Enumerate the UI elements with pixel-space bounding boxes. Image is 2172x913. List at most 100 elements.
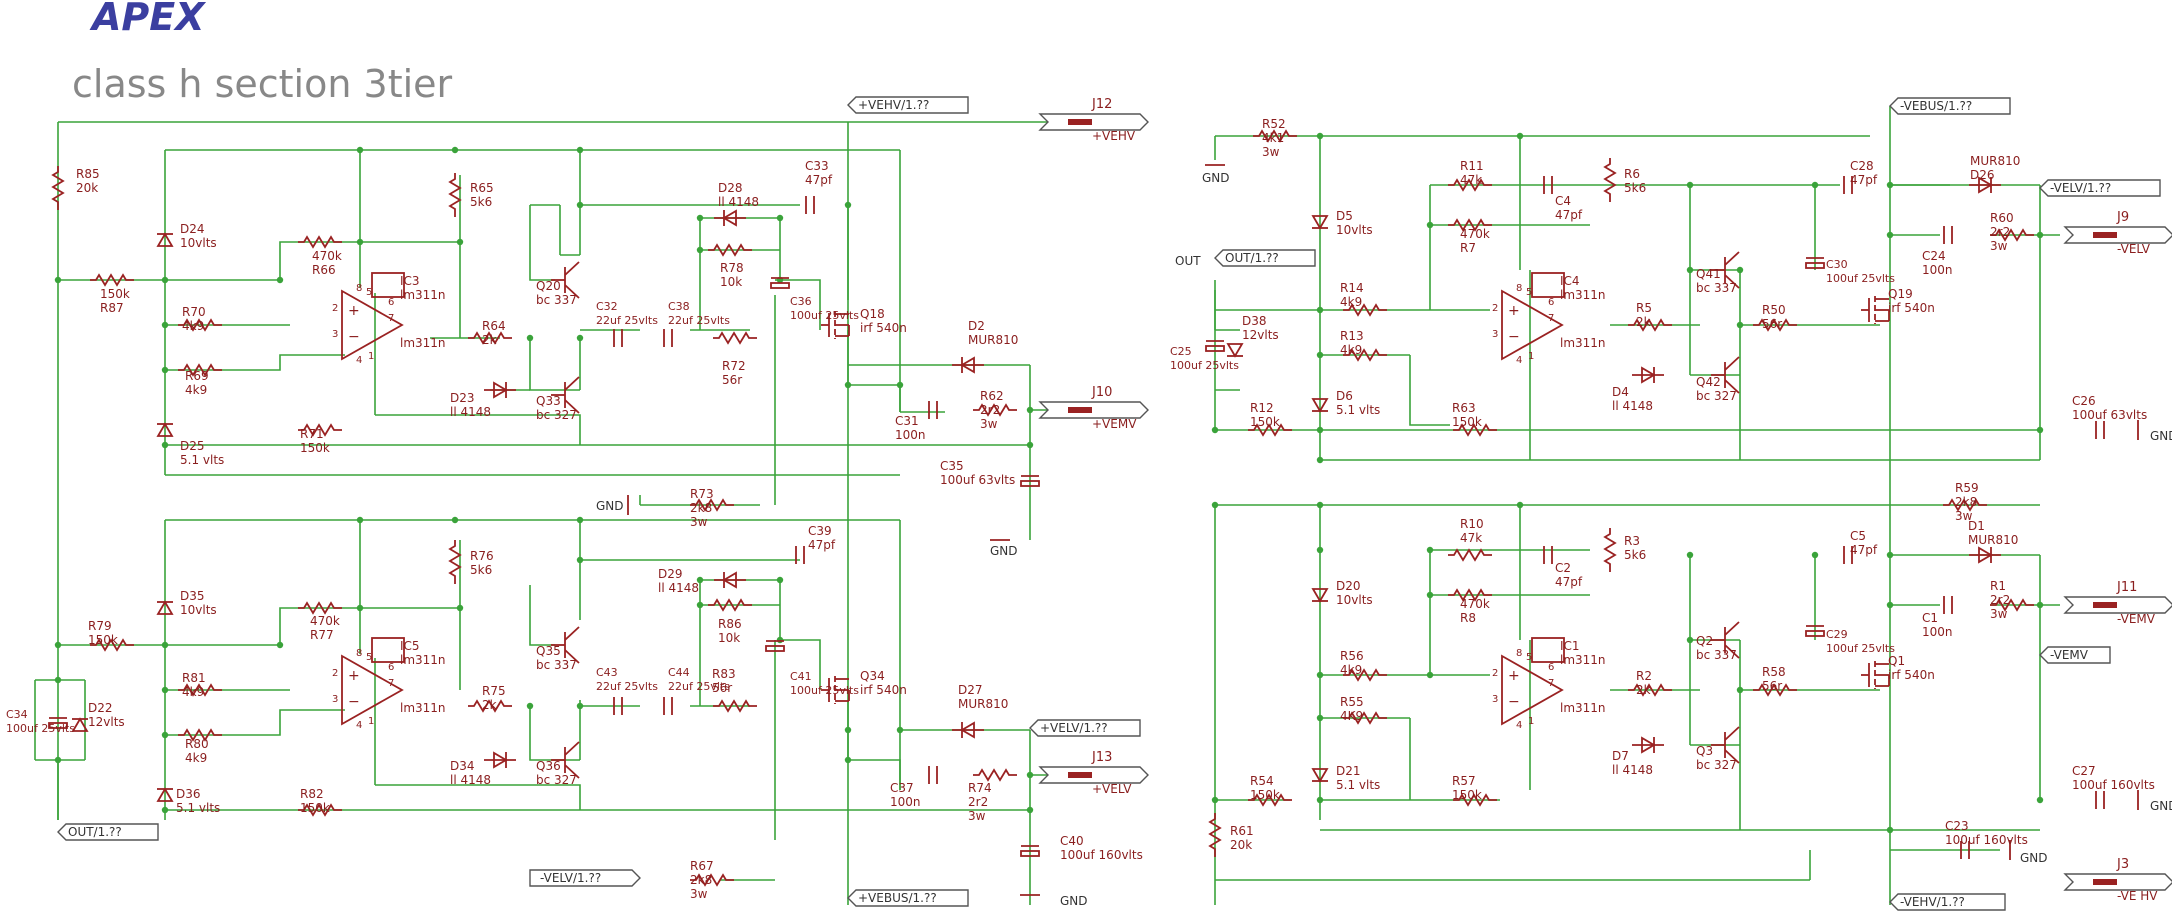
r64-label-1: 2k	[482, 333, 497, 347]
r77-label-1: R77	[310, 628, 334, 642]
pin-label: 1	[368, 351, 374, 362]
wire	[529, 205, 555, 281]
c30-label-1: 100uf 25vlts	[1826, 272, 1895, 285]
diode-d23	[484, 381, 516, 399]
svg-text:-VELV/1.??: -VELV/1.??	[2050, 181, 2111, 195]
capacitor-c38	[663, 329, 673, 347]
transistor-q20	[551, 261, 580, 299]
c1-label-0: C1	[1922, 611, 1938, 625]
diode-d26	[1969, 176, 2001, 194]
junction-dot	[776, 214, 784, 222]
wire	[1409, 355, 1450, 426]
resistor-r2	[1628, 683, 1672, 697]
junction-dot	[161, 276, 169, 284]
ic4-model: lm311n	[1560, 336, 1606, 350]
d28-label-1: ll 4148	[718, 195, 759, 209]
r12-label-0: R12	[1250, 401, 1274, 415]
c24-label-1: 100n	[1922, 263, 1953, 277]
minus-sign: −	[348, 694, 360, 710]
r6-label-0: R6	[1624, 167, 1640, 181]
resistor-r63	[1453, 423, 1497, 437]
junction-dot	[1316, 501, 1324, 509]
ic1-label-1: lm311n	[1560, 653, 1606, 667]
gnd-label: GND	[1060, 894, 1088, 908]
c33-label-1: 47pf	[805, 173, 833, 187]
minus-sign: −	[1508, 694, 1520, 710]
diode-d36	[156, 787, 174, 802]
junction-dot	[1026, 441, 1034, 449]
pin-label: 1	[1528, 351, 1534, 362]
svg-text:+VELV: +VELV	[1092, 782, 1132, 796]
junction-dot	[1026, 771, 1034, 779]
junction-dot	[696, 246, 704, 254]
pin-label: 1	[1528, 716, 1534, 727]
r7-label-1: R7	[1460, 241, 1476, 255]
r57-label-1: 150k	[1452, 788, 1482, 802]
port-vehv-top: +VEHV/1.??	[847, 96, 969, 114]
wire	[529, 585, 555, 646]
resistor-r74	[973, 768, 1017, 782]
capacitor-c34	[48, 717, 68, 729]
r58-label-0: R58	[1762, 665, 1786, 679]
d7-label-0: D7	[1612, 749, 1629, 763]
junction-dot	[776, 636, 784, 644]
c43-label-1: 22uf 25vlts	[596, 680, 658, 693]
junction-dot	[1886, 231, 1894, 239]
c4-label-0: C4	[1555, 194, 1571, 208]
d25-label-0: D25	[180, 439, 205, 453]
r69-label-0: R69	[185, 369, 209, 383]
c31-label-0: C31	[895, 414, 919, 428]
d29-label-1: ll 4148	[658, 581, 699, 595]
pin-label: 3	[1492, 329, 1498, 340]
d2-label-0: D2	[968, 319, 985, 333]
wire	[190, 241, 460, 281]
resistor-r61	[1208, 813, 1222, 857]
r2-label-1: 2k	[1636, 683, 1651, 697]
d27-label-1: MUR810	[958, 697, 1008, 711]
d21-label-0: D21	[1336, 764, 1361, 778]
diode-d21	[1311, 768, 1329, 783]
junction-dot	[1686, 266, 1694, 274]
r67-label-1: 2k8	[690, 873, 712, 887]
resistor-r5	[1628, 318, 1672, 332]
junction-dot	[2036, 601, 2044, 609]
capacitor-c41	[765, 640, 785, 652]
capacitor-c1	[1943, 596, 1953, 614]
transistor-q35	[551, 626, 580, 664]
c41-label-0: C41	[790, 670, 812, 683]
resistor-r54	[1248, 793, 1292, 807]
d1-label-1: MUR810	[1968, 533, 2018, 547]
r81-label-1: 4k9	[182, 685, 204, 699]
resistor-r85	[51, 166, 65, 210]
transistor-q41	[1711, 251, 1740, 289]
c31-label-1: 100n	[895, 428, 926, 442]
r62-label-2: 3w	[980, 417, 998, 431]
comparator-ic4	[1501, 272, 1565, 361]
ic4-label-0: IC4	[1560, 274, 1580, 288]
r65-label-1: 5k6	[470, 195, 492, 209]
gnd-label: GND	[2150, 799, 2172, 813]
svg-text:OUT/1.??: OUT/1.??	[68, 825, 122, 839]
pin-label: 4	[1516, 355, 1522, 366]
resistor-r62	[973, 403, 1017, 417]
pin-label: 3	[1492, 694, 1498, 705]
resistor-r67	[690, 873, 734, 887]
transistor-q3	[1711, 726, 1740, 764]
junction-dot	[356, 146, 364, 154]
pin-label: 7	[388, 313, 394, 324]
d26-label-0: MUR810	[1970, 154, 2020, 168]
r14-label-0: R14	[1340, 281, 1364, 295]
r56-label-1: 4k9	[1340, 663, 1362, 677]
resistor-r86	[708, 598, 752, 612]
q3-label-0: Q3	[1696, 744, 1713, 758]
pin-label: 5	[366, 652, 372, 663]
r11-label-0: R11	[1460, 159, 1484, 173]
ic5-model: lm311n	[400, 701, 446, 715]
d23-label-1: ll 4148	[450, 405, 491, 419]
minus-sign: −	[348, 329, 360, 345]
q36-label-1: bc 327	[536, 773, 577, 787]
svg-text:+VEMV: +VEMV	[1092, 417, 1137, 431]
r82-label-1: 150k	[300, 801, 330, 815]
c29-label-1: 100uf 25vlts	[1826, 642, 1895, 655]
